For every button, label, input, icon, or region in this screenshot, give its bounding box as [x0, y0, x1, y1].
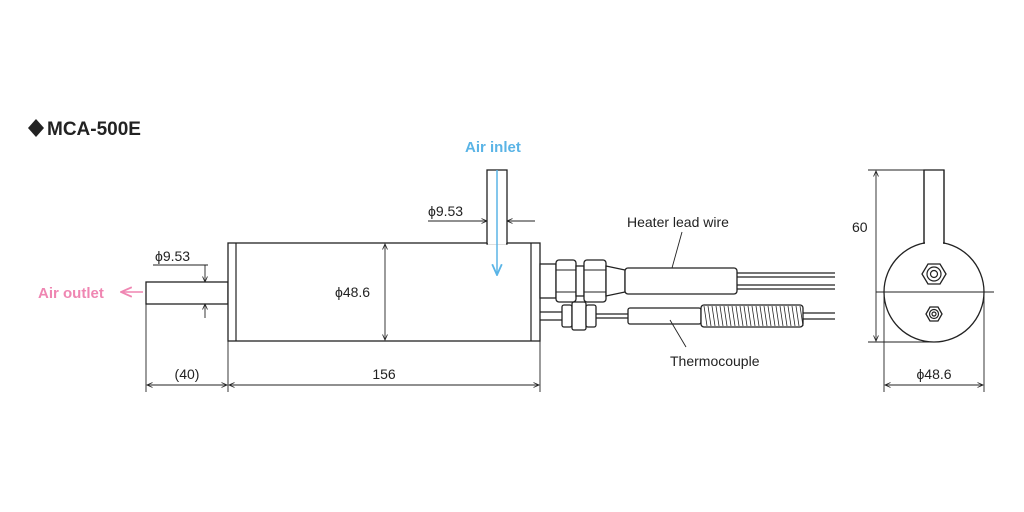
heater-lead-callout: Heater lead wire	[627, 214, 729, 269]
dim-inlet-pipe-dia: ϕ9.53	[428, 194, 535, 226]
diamond-icon	[28, 119, 44, 137]
outlet-pipe	[145, 281, 229, 305]
model-title: MCA-500E	[47, 119, 141, 140]
inlet-pipe-dia-label: ϕ9.53	[428, 203, 463, 219]
body-length-label: 156	[372, 366, 396, 382]
end-view	[876, 169, 994, 343]
dim-end-view-dia: ϕ48.6	[883, 294, 985, 392]
dim-lengths: (40) 156	[145, 304, 541, 392]
end-view-dia-label: ϕ48.6	[916, 366, 951, 382]
dim-outlet-pipe-dia: ϕ9.53	[153, 248, 208, 318]
heater-fitting	[539, 259, 626, 303]
outlet-length-label: (40)	[175, 366, 200, 382]
thermocouple-coil	[703, 305, 804, 327]
heater-lead-sleeve	[624, 267, 738, 295]
end-view-height-label: 60	[852, 219, 868, 235]
heater-body	[227, 242, 541, 342]
outlet-pipe-dia-label: ϕ9.53	[155, 248, 190, 264]
dim-end-view-height: 60	[852, 169, 934, 343]
air-outlet-label: Air outlet	[38, 285, 104, 302]
heater-lead-wire-label: Heater lead wire	[627, 214, 729, 230]
body-dia-label: ϕ48.6	[335, 284, 370, 300]
thermocouple-label: Thermocouple	[670, 353, 760, 369]
dim-body-dia: ϕ48.6	[335, 244, 385, 340]
air-inlet-label: Air inlet	[465, 139, 521, 156]
title-block: MCA-500E	[28, 119, 141, 140]
thermocouple-callout: Thermocouple	[669, 319, 760, 369]
heater-lead-wires	[737, 272, 835, 290]
